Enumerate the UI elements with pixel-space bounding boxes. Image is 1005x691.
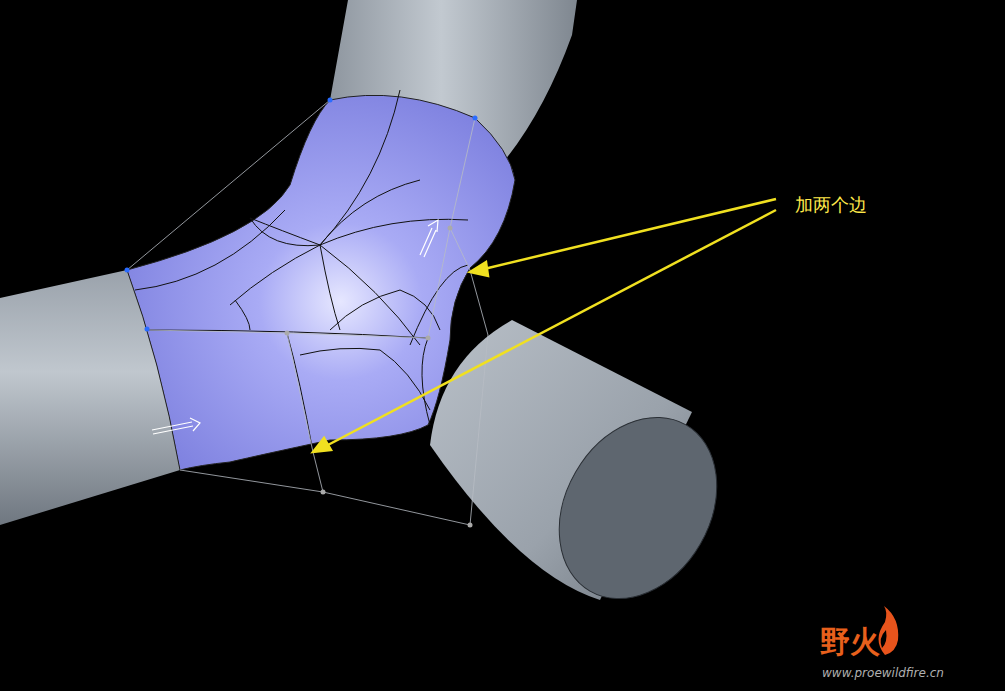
direction-marker bbox=[152, 220, 438, 434]
watermark-logo: 野火 bbox=[820, 622, 880, 663]
watermark-url: www.proewildfire.cn bbox=[822, 666, 944, 680]
control-cage bbox=[127, 100, 488, 525]
control-points bbox=[125, 98, 478, 528]
watermark-flame bbox=[879, 606, 899, 655]
callout-text: 加两个边 bbox=[795, 193, 867, 217]
callout-leader bbox=[313, 199, 776, 452]
cylinder-cap bbox=[528, 389, 749, 627]
